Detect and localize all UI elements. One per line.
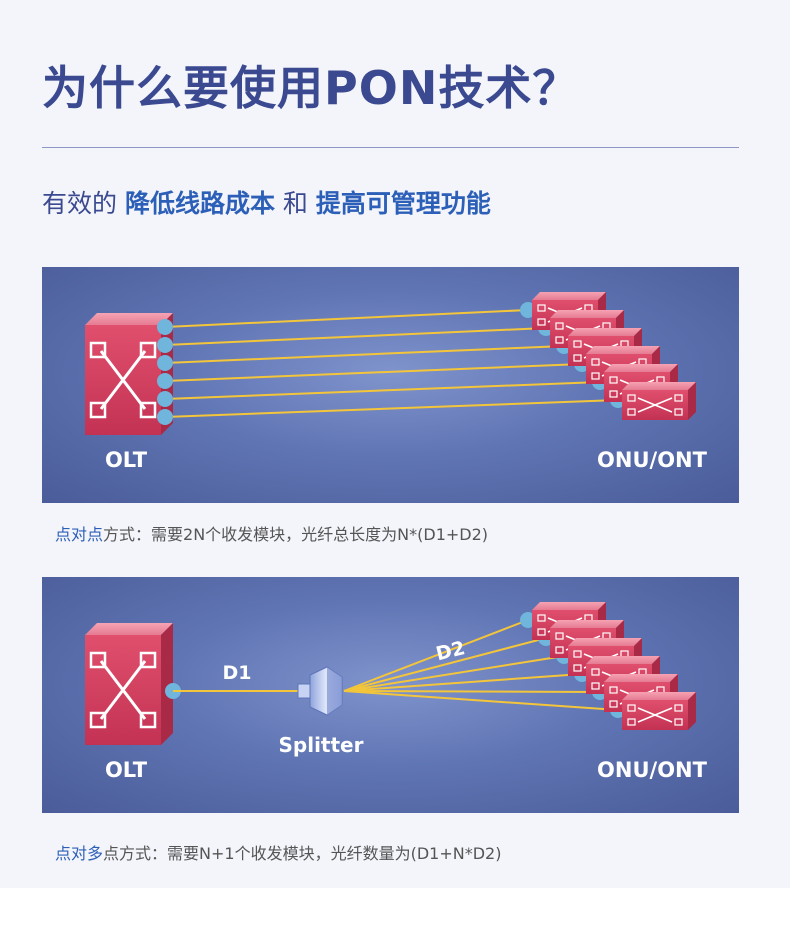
fiber-line: [164, 345, 565, 364]
fiber-line: [164, 309, 529, 328]
fiber-line: [164, 381, 601, 400]
fiber-line: [343, 690, 601, 693]
olt-label: OLT: [105, 758, 148, 782]
olt-port: [157, 319, 173, 335]
olt-port: [157, 373, 173, 389]
d2-label: D2: [434, 637, 467, 665]
splitter-icon: [297, 666, 343, 716]
onu-device: [622, 692, 696, 730]
d1-label: D1: [223, 662, 252, 684]
fiber-line: [343, 655, 565, 692]
p2mp-diagram-panel: D1 D2 Splitter OLT ONU/ONT: [42, 577, 739, 813]
title-divider: [42, 147, 739, 148]
subtitle-prefix: 有效的: [42, 189, 125, 218]
subtitle-highlight-cost: 降低线路成本: [124, 189, 275, 218]
splitter-label: Splitter: [279, 733, 364, 757]
page-footer-area: [0, 888, 790, 936]
p2p-caption: 点对点方式：需要2N个收发模块，光纤总长度为N*(D1+D2): [55, 521, 488, 545]
p2p-caption-highlight: 点对点: [55, 525, 104, 544]
olt-port: [157, 391, 173, 407]
p2p-caption-text: 方式：需要2N个收发模块，光纤总长度为N*(D1+D2): [103, 525, 489, 544]
onu-label: ONU/ONT: [597, 758, 708, 782]
olt-device-icon: [85, 623, 181, 745]
olt-port: [157, 355, 173, 371]
page-title: 为什么要使用PON技术？: [42, 61, 580, 115]
onu-label: ONU/ONT: [597, 448, 708, 472]
fiber-line: [343, 690, 619, 711]
fiber-line: [343, 637, 547, 692]
p2mp-caption: 点对多点方式：需要N+1个收发模块，光纤数量为(D1+N*D2): [55, 840, 501, 864]
onu-device: [622, 382, 696, 420]
p2p-diagram: OLT ONU/ONT: [85, 292, 708, 472]
subtitle: 有效的 降低线路成本 和 提高可管理功能: [42, 184, 491, 220]
p2mp-diagram: D1 D2 Splitter OLT ONU/ONT: [85, 602, 708, 782]
p2p-diagram-panel: OLT ONU/ONT: [42, 267, 739, 503]
fiber-line: [343, 673, 583, 692]
onu-device-stack-icon: [532, 292, 696, 420]
olt-label: OLT: [105, 448, 148, 472]
p2mp-caption-text: 点方式：需要N+1个收发模块，光纤数量为(D1+N*D2): [103, 844, 502, 863]
subtitle-middle: 和: [274, 189, 316, 218]
fiber-line: [164, 363, 583, 382]
fiber-line: [164, 399, 619, 418]
fiber-line: [164, 327, 547, 346]
p2mp-caption-highlight: 点对多: [55, 844, 104, 863]
fiber-line: [343, 619, 529, 692]
olt-port: [157, 409, 173, 425]
onu-device-stack-icon: [532, 602, 696, 730]
subtitle-highlight-manage: 提高可管理功能: [315, 189, 491, 218]
olt-port: [157, 337, 173, 353]
